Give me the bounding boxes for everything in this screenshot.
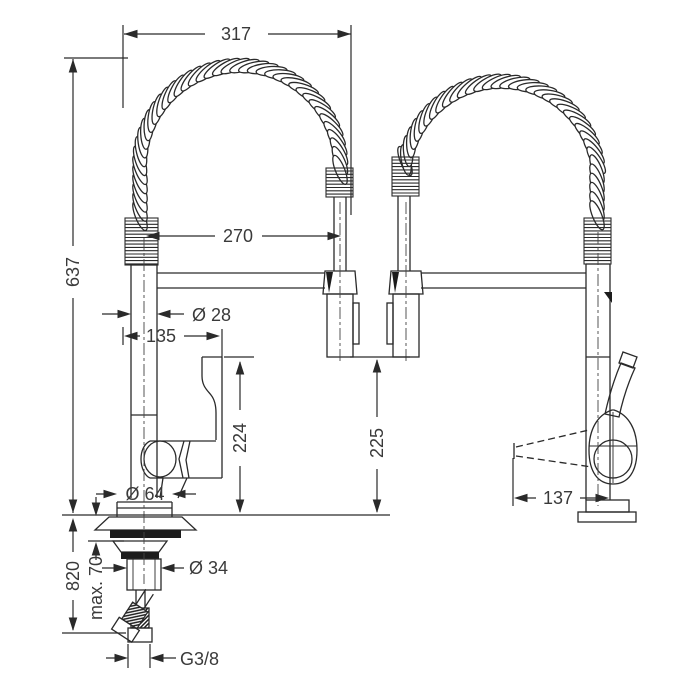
riser-column-side bbox=[585, 263, 611, 500]
supply-hose-2-nut bbox=[110, 616, 141, 644]
dim-spout-height-label: 637 bbox=[63, 257, 83, 287]
dim-spray-projection-label: 270 bbox=[223, 226, 253, 246]
dim-column-diameter-label: Ø 28 bbox=[192, 305, 231, 325]
arm-joint-shadow bbox=[604, 292, 612, 303]
shank-inner-lines bbox=[132, 559, 156, 590]
dim-spout-to-counter-label: 224 bbox=[230, 423, 250, 453]
dim-317-lines bbox=[122, 25, 352, 215]
spray-holder-side bbox=[388, 270, 424, 295]
supply-hose-2 bbox=[110, 588, 154, 644]
spout-arm-side bbox=[421, 272, 586, 289]
dim-max70-lines bbox=[88, 497, 124, 560]
mounting-plate bbox=[111, 540, 169, 553]
dim-connection-thread-label: G3/8 bbox=[180, 649, 219, 669]
dim-637-lines bbox=[64, 57, 128, 513]
handle-boss-split bbox=[178, 440, 191, 479]
dim-135-lines bbox=[122, 327, 223, 357]
dim-hose-length-label: 820 bbox=[63, 561, 83, 591]
centerlines bbox=[143, 202, 599, 584]
spray-head-clip bbox=[352, 302, 360, 345]
dim-overall-depth-label: 317 bbox=[221, 24, 251, 44]
dim-base-diameter-label: Ø 64 bbox=[125, 484, 164, 504]
dim-shank-diameter-label: Ø 34 bbox=[189, 558, 228, 578]
supply-hose-1-nut bbox=[127, 627, 153, 643]
spout-arm bbox=[157, 272, 325, 289]
spray-holder bbox=[322, 270, 358, 295]
handle-boss-knob bbox=[143, 440, 177, 478]
handle-body-side bbox=[588, 409, 638, 485]
dimension-labels: 317 637 270 Ø 28 135 224 225 Ø 64 820 ma… bbox=[63, 24, 573, 669]
side-view bbox=[386, 196, 638, 523]
riser-column bbox=[130, 264, 158, 498]
handle-blade bbox=[201, 356, 223, 478]
mounting-nut-band bbox=[121, 552, 159, 559]
handle-lever bbox=[604, 362, 636, 418]
dimension-arrowheads bbox=[68, 29, 609, 663]
spray-holder-side-shadow bbox=[392, 272, 399, 293]
dim-max-counter-thickness-label: max. 70 bbox=[86, 556, 106, 620]
spring-wraps bbox=[124, 156, 612, 266]
base-body bbox=[116, 501, 173, 517]
coil-springs bbox=[132, 57, 607, 232]
dim-spray-to-counter-label: 225 bbox=[367, 428, 387, 458]
supply-hose-2-pipe bbox=[135, 588, 154, 610]
base-seal bbox=[110, 530, 181, 538]
dim-body-depth-label: 135 bbox=[146, 326, 176, 346]
dim-137-lines bbox=[512, 458, 596, 506]
handle-lever-swung bbox=[515, 429, 593, 468]
escutcheon bbox=[93, 516, 198, 531]
handle-centermarks bbox=[589, 412, 637, 483]
spray-pipe-side bbox=[397, 196, 411, 271]
spray-head-side-clip bbox=[386, 302, 394, 345]
base-body-side bbox=[585, 499, 630, 513]
spray-holder-shadow bbox=[326, 272, 333, 293]
dim-handle-projection-label: 137 bbox=[543, 488, 573, 508]
front-view bbox=[93, 197, 360, 644]
escutcheon-side bbox=[577, 511, 637, 523]
handle-lever-tip bbox=[618, 351, 638, 369]
dim-g38-lines bbox=[106, 644, 176, 668]
